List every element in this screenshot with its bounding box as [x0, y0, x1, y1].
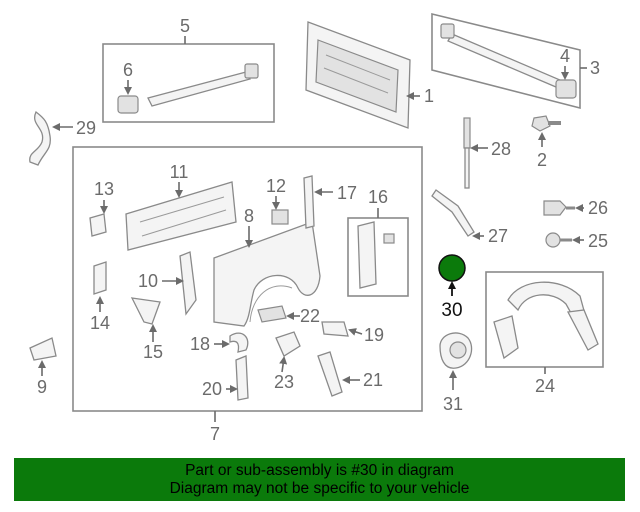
part-channel[interactable] [317, 351, 343, 397]
callout-8: 8 [244, 206, 254, 226]
callout-13: 13 [94, 179, 114, 199]
part-side-panel[interactable] [213, 221, 321, 327]
callout-3: 3 [590, 58, 600, 78]
callout-28: 28 [491, 139, 511, 159]
callout-22: 22 [300, 306, 320, 326]
box-group-3 [431, 12, 581, 110]
callout-23: 23 [274, 372, 294, 392]
part-fuel-housing[interactable] [439, 332, 473, 369]
banner-line-1: Part or sub-assembly is #30 in diagram [185, 461, 454, 479]
box-group-7 [72, 146, 423, 412]
part-flap[interactable] [29, 337, 57, 361]
part-bracket[interactable] [431, 189, 475, 237]
part-hinge[interactable] [29, 110, 51, 166]
callout-26: 26 [588, 198, 608, 218]
part-rail-end-cap[interactable] [117, 95, 139, 114]
part-gusset[interactable] [275, 331, 301, 357]
part-reinforcement-lower[interactable] [235, 355, 249, 401]
part-bracket-small[interactable] [89, 213, 107, 237]
callout-20: 20 [202, 379, 222, 399]
part-plug-highlighted[interactable] [438, 254, 466, 282]
callout-17: 17 [337, 183, 357, 203]
box-group-16 [347, 217, 409, 297]
callout-1: 1 [424, 86, 434, 106]
part-inner-panel[interactable] [125, 181, 237, 251]
part-brace[interactable] [130, 297, 161, 325]
info-banner: Part or sub-assembly is #30 in diagram D… [14, 458, 625, 501]
callout-27: 27 [488, 226, 508, 246]
callout-30: 30 [441, 300, 462, 321]
banner-line-2: Diagram may not be specific to your vehi… [169, 479, 470, 497]
box-group-5 [102, 43, 275, 123]
callout-19: 19 [364, 325, 384, 345]
part-tailgate[interactable] [305, 21, 411, 129]
callout-21: 21 [363, 370, 383, 390]
callout-9: 9 [37, 377, 47, 397]
callout-5: 5 [180, 16, 190, 36]
part-block[interactable] [271, 209, 289, 225]
part-reinforcement[interactable] [357, 221, 395, 289]
part-hook[interactable] [229, 332, 249, 353]
callout-29: 29 [76, 118, 96, 138]
callout-4: 4 [560, 46, 570, 66]
part-support-cable[interactable] [463, 117, 471, 189]
callout-12: 12 [266, 176, 286, 196]
callout-24: 24 [535, 376, 555, 396]
parts-diagram: 5 6 1 3 4 2 29 28 27 26 25 30 31 24 11 1… [29, 12, 608, 444]
part-clip[interactable] [543, 200, 575, 216]
part-rail-end-cap-right[interactable] [555, 79, 577, 99]
callout-15: 15 [143, 342, 163, 362]
callout-6: 6 [123, 60, 133, 80]
part-extension[interactable] [321, 321, 349, 337]
part-wheel-house[interactable] [493, 281, 599, 360]
part-bed-rail-left[interactable] [147, 63, 259, 107]
part-pillar[interactable] [179, 251, 197, 316]
callout-18: 18 [190, 334, 210, 354]
callout-10: 10 [138, 271, 158, 291]
callout-11: 11 [170, 162, 189, 182]
callout-14: 14 [90, 313, 110, 333]
callout-16: 16 [368, 187, 388, 207]
callout-25: 25 [588, 231, 608, 251]
part-strip[interactable] [303, 175, 315, 229]
callout-31: 31 [443, 394, 463, 414]
part-bolt[interactable] [531, 115, 561, 132]
callout-2: 2 [537, 150, 547, 170]
part-screw[interactable] [545, 232, 572, 248]
part-mount-bracket[interactable] [257, 305, 287, 323]
part-plate[interactable] [93, 261, 107, 295]
callout-7: 7 [210, 424, 220, 444]
